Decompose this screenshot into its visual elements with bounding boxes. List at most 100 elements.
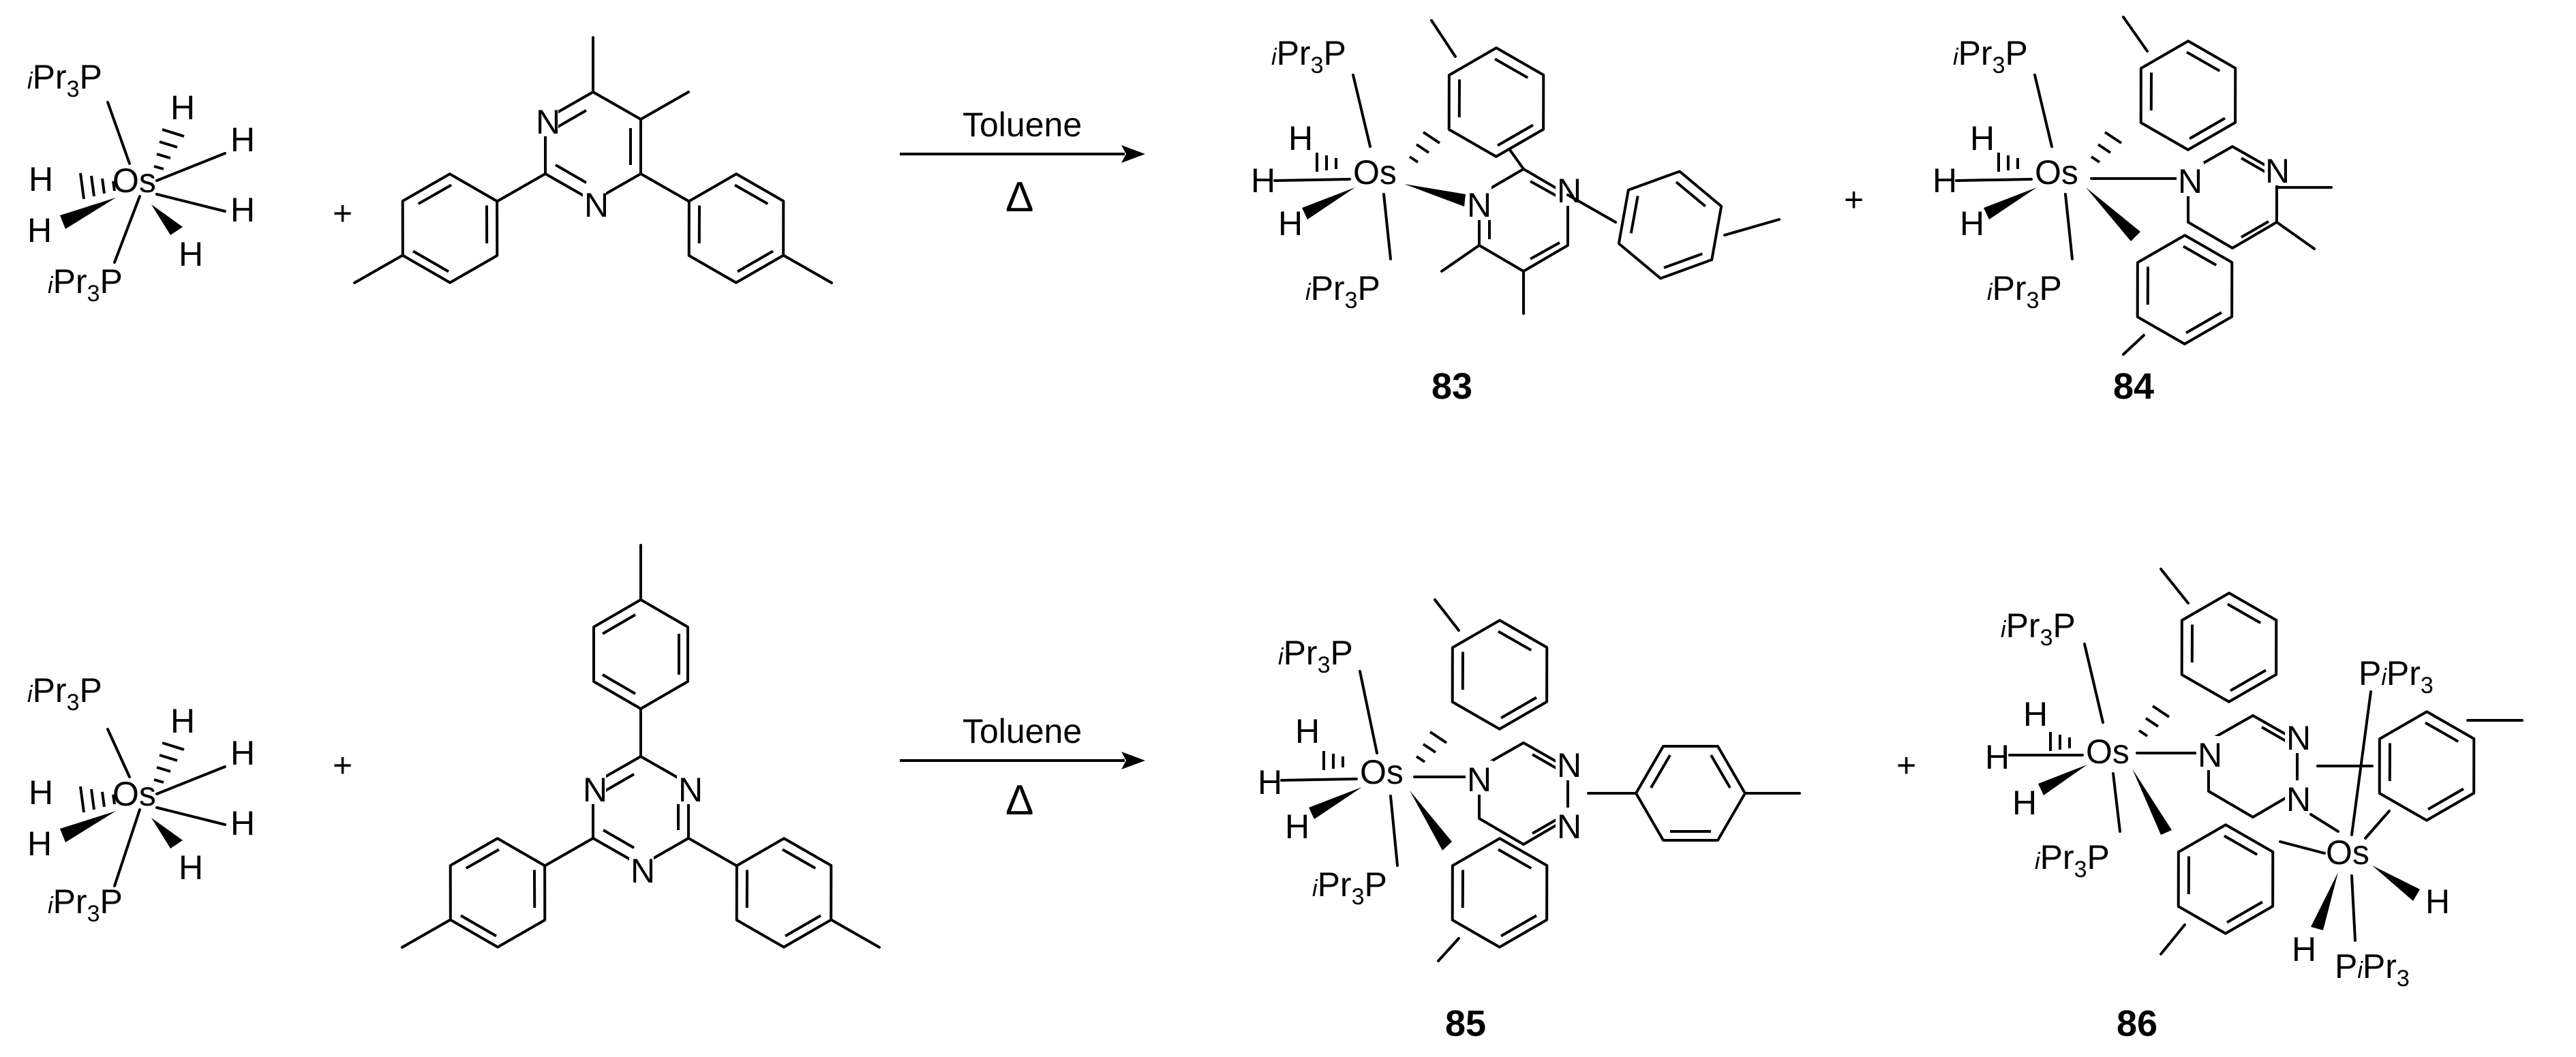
wedge-bond <box>2372 865 2420 901</box>
hydride-label: H <box>179 235 203 273</box>
nitrogen-label: N <box>2286 719 2311 757</box>
hash-bond <box>153 741 185 784</box>
hash-bond <box>2090 131 2123 164</box>
svg-text:iPr3P: iPr3P <box>1271 34 1346 78</box>
nitrogen-label: N <box>1557 172 1581 210</box>
hydride-label: H <box>1258 763 1282 801</box>
wedge-bond <box>151 818 183 848</box>
hydride-label: H <box>1295 712 1320 750</box>
product-86: iPr3P Os iPr3P H H H N N N <box>1985 568 2524 992</box>
nitrogen-label: N <box>536 103 560 141</box>
reaction-arrow-1: Toluene Δ <box>900 106 1145 221</box>
svg-text:iPr3P: iPr3P <box>48 883 123 927</box>
hydride-label: H <box>1251 162 1275 200</box>
wedge-bond <box>1404 184 1466 206</box>
svg-text:iPr3P: iPr3P <box>1278 634 1353 678</box>
nitrogen-label: N <box>678 771 703 809</box>
svg-text:iPr3P: iPr3P <box>1987 269 2062 313</box>
svg-text:iPr3P: iPr3P <box>48 262 123 307</box>
hydride-label: H <box>170 702 195 740</box>
hydride-label: H <box>170 89 195 127</box>
hydride-label: H <box>29 773 53 812</box>
wedge-bond <box>60 811 116 842</box>
hydride-label: H <box>230 121 255 159</box>
hydride-label: H <box>179 848 203 887</box>
reaction-arrow-2: Toluene Δ <box>900 712 1145 824</box>
osmium-label: Os <box>2035 153 2078 192</box>
svg-text:PiPr3: PiPr3 <box>2335 947 2410 992</box>
nitrogen-label: N <box>584 186 609 224</box>
svg-text:iPr3P: iPr3P <box>1305 269 1380 313</box>
nitrogen-label: N <box>631 852 655 890</box>
hydride-label: H <box>27 211 52 249</box>
wedge-bond <box>2132 769 2172 835</box>
svg-text:iPr3P: iPr3P <box>27 58 102 102</box>
hash-bond <box>2138 705 2170 737</box>
hydride-label: H <box>1933 162 1957 200</box>
nitrogen-label: N <box>2286 780 2311 818</box>
hash-bond <box>79 172 116 200</box>
wedge-bond <box>1309 787 1362 819</box>
hydride-label: H <box>2023 695 2048 733</box>
hash-bond <box>1316 153 1337 172</box>
product-84: iPr3P Os iPr3P H H H N N <box>1933 16 2333 359</box>
nitrogen-label: N <box>583 771 607 809</box>
nitrogen-label: N <box>1557 808 1581 846</box>
osmium-hexahydride-reactant-2: iPr3P H H Os H H H H iPr3P <box>27 671 255 927</box>
svg-text:iPr3P: iPr3P <box>2001 607 2076 651</box>
hash-bond <box>1997 153 2019 172</box>
compound-number: 85 <box>1445 1003 1486 1044</box>
wedge-bond <box>1302 187 1355 219</box>
hydride-label: H <box>27 825 52 863</box>
hydride-label: H <box>230 191 255 229</box>
compound-number: 86 <box>2117 1003 2157 1044</box>
svg-text:iPr3P: iPr3P <box>1312 865 1387 910</box>
osmium-label: Os <box>112 775 156 813</box>
plus-sign: + <box>1896 746 1916 784</box>
hydride-label: H <box>29 160 53 198</box>
hydride-label: H <box>2012 784 2037 822</box>
osmium-label: Os <box>2326 833 2369 872</box>
plus-sign: + <box>333 746 352 784</box>
hash-bond <box>1322 751 1344 770</box>
osmium-label: Os <box>112 162 156 200</box>
condition-heat: Δ <box>1005 174 1033 221</box>
svg-text:iPr3P: iPr3P <box>1953 34 2028 78</box>
wedge-bond <box>2086 187 2140 241</box>
nitrogen-label: N <box>1467 761 1491 799</box>
hydride-label: H <box>1970 119 1995 157</box>
hash-bond <box>2049 732 2071 751</box>
hydride-label: H <box>2425 883 2450 921</box>
hash-bond <box>1415 731 1448 763</box>
compound-number: 83 <box>1431 366 1472 407</box>
wedge-bond <box>2311 872 2338 930</box>
nitrogen-label: N <box>2198 736 2222 774</box>
svg-text:PiPr3: PiPr3 <box>2359 654 2434 699</box>
osmium-label: Os <box>1360 753 1404 791</box>
nitrogen-label: N <box>2178 162 2202 200</box>
hash-bond <box>79 786 116 813</box>
wedge-bond <box>60 198 116 229</box>
hydride-label: H <box>230 734 255 772</box>
condition-solvent: Toluene <box>963 712 1082 750</box>
osmium-label: Os <box>2086 733 2130 771</box>
nitrogen-label: N <box>2265 152 2290 190</box>
hydride-label: H <box>1985 738 2010 776</box>
wedge-bond <box>2038 765 2087 795</box>
plus-sign: + <box>333 194 352 232</box>
dimethyl-ditolyl-pyrimidine: N N <box>353 36 833 298</box>
condition-solvent: Toluene <box>963 106 1082 144</box>
hydride-label: H <box>1278 204 1303 243</box>
hash-bond <box>1408 131 1441 164</box>
hydride-label: H <box>1285 808 1309 846</box>
hydride-label: H <box>1288 119 1313 157</box>
nitrogen-label: N <box>1467 186 1491 224</box>
osmium-label: Os <box>1353 153 1397 192</box>
hydride-label: H <box>230 804 255 842</box>
wedge-bond <box>151 204 183 235</box>
nitrogen-label: N <box>1557 746 1581 784</box>
product-85: iPr3P Os iPr3P H H H N N N <box>1258 598 1801 962</box>
compound-number: 84 <box>2113 366 2154 407</box>
hash-bond <box>153 128 185 170</box>
